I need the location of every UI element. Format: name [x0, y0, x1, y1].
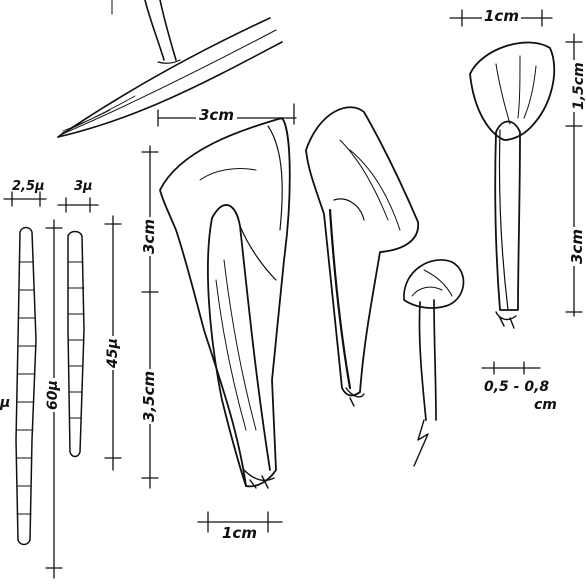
right-dimension-lines	[450, 10, 582, 374]
label-middle-height-lower: 3,5cm	[142, 369, 157, 424]
filament-b	[68, 232, 84, 457]
label-left-length-a: 60μ	[46, 378, 60, 412]
label-bottom-width: 1cm	[222, 526, 257, 541]
label-left-edge-unit: μ	[0, 396, 10, 410]
label-left-length-b: 45μ	[106, 336, 120, 370]
label-middle-top-width: 3cm	[196, 108, 237, 123]
label-middle-height-upper: 3cm	[142, 217, 157, 256]
label-top-right-width: 1cm	[482, 9, 521, 24]
label-right-range: 0,5 - 0,8	[484, 380, 549, 394]
label-top-right-height-lower: 3cm	[570, 227, 585, 266]
small-flower-sketch	[404, 260, 464, 466]
label-left-width-a: 2,5μ	[12, 180, 45, 193]
filament-a	[16, 228, 36, 545]
large-flower-sketch	[160, 118, 290, 488]
label-top-right-height-upper: 1,5cm	[572, 60, 586, 112]
middle-dimension-lines	[142, 104, 296, 532]
right-flower-sketch	[470, 42, 554, 328]
label-right-range-unit: cm	[534, 398, 557, 412]
leaf-tip-sketch	[58, 0, 282, 137]
left-dimension-lines	[4, 192, 121, 578]
label-left-width-b: 3μ	[74, 180, 93, 193]
side-flower-sketch	[306, 107, 418, 406]
